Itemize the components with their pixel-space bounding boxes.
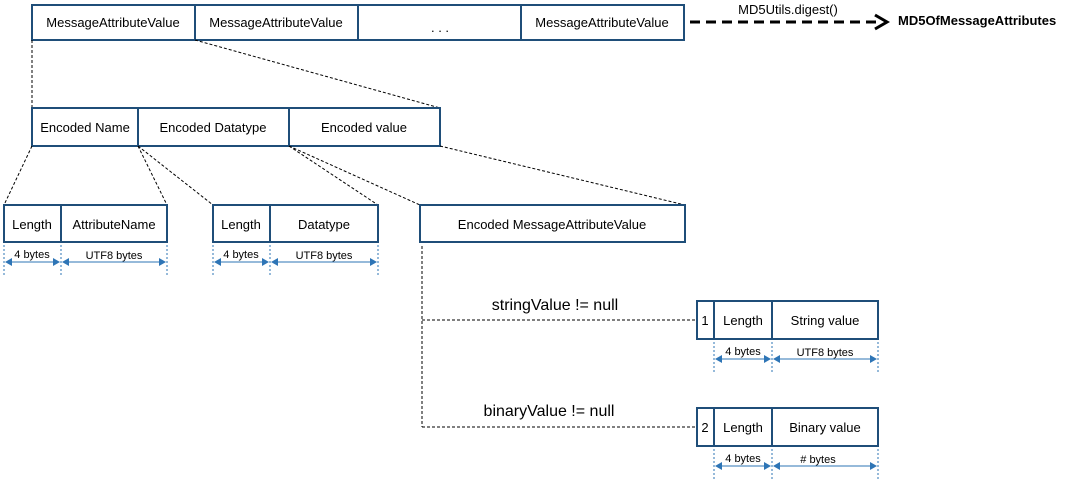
datatype-field: Datatype <box>298 217 350 232</box>
expand-guide-line <box>288 145 379 206</box>
encoded-message-attribute-value-label: Encoded MessageAttributeValue <box>458 217 646 232</box>
datatype-size-label: UTF8 bytes <box>296 250 353 262</box>
length-field: Length <box>221 217 261 232</box>
encoded-name-cell: Encoded Name <box>40 120 130 135</box>
string-value-condition: stringValue != null <box>492 297 618 314</box>
ellipsis-cell: . . . <box>431 20 449 35</box>
expand-guide-line <box>439 145 686 206</box>
length-field: Length <box>723 313 763 328</box>
type-flag-field: 1 <box>701 313 708 328</box>
expand-guide-line <box>3 145 33 206</box>
length-size-label: 4 bytes <box>725 346 761 358</box>
length-size-label: 4 bytes <box>725 453 761 465</box>
expand-guide-line <box>194 39 441 109</box>
encoded-value-cell: Encoded value <box>321 120 407 135</box>
binary-value-condition: binaryValue != null <box>484 403 615 420</box>
binary-size-label: # bytes <box>800 454 836 466</box>
string-value-layout: 1 Length String value <box>696 300 879 340</box>
encoded-datatype-cell: Encoded Datatype <box>160 120 267 135</box>
encoded-message-attribute-value-box: Encoded MessageAttributeValue <box>419 204 686 243</box>
length-field: Length <box>12 217 52 232</box>
message-attribute-value-list: MessageAttributeValue MessageAttributeVa… <box>31 4 685 41</box>
expand-guide-line <box>288 145 421 206</box>
length-size-label: 4 bytes <box>14 249 50 261</box>
expand-guide-line <box>137 145 214 206</box>
length-size-label: 4 bytes <box>223 249 259 261</box>
message-attribute-value-cell: MessageAttributeValue <box>209 15 342 30</box>
name-size-label: UTF8 bytes <box>86 250 143 262</box>
binary-value-field: Binary value <box>789 420 861 435</box>
string-size-annotations: 4 bytes UTF8 bytes <box>713 342 879 373</box>
length-field: Length <box>723 420 763 435</box>
encoded-name-layout: Length AttributeName <box>3 204 168 243</box>
attribute-name-field: AttributeName <box>72 217 155 232</box>
md5-result-label: MD5OfMessageAttributes <box>898 13 1056 28</box>
type-flag-field: 2 <box>701 420 708 435</box>
datatype-size-annotations: 4 bytes UTF8 bytes <box>212 245 379 276</box>
string-value-field: String value <box>791 313 860 328</box>
digest-function-label: MD5Utils.digest() <box>738 2 838 17</box>
encoded-datatype-layout: Length Datatype <box>212 204 379 243</box>
binary-value-layout: 2 Length Binary value <box>696 407 879 447</box>
digest-arrowhead <box>874 13 890 31</box>
message-attribute-value-cell: MessageAttributeValue <box>535 15 668 30</box>
name-size-annotations: 4 bytes UTF8 bytes <box>3 245 168 276</box>
message-attribute-value-cell: MessageAttributeValue <box>46 15 179 30</box>
binary-size-annotations: 4 bytes # bytes <box>713 449 879 480</box>
encoded-attribute-row: Encoded Name Encoded Datatype Encoded va… <box>31 107 441 147</box>
string-size-label: UTF8 bytes <box>797 347 854 359</box>
expand-guide-line <box>137 145 168 206</box>
